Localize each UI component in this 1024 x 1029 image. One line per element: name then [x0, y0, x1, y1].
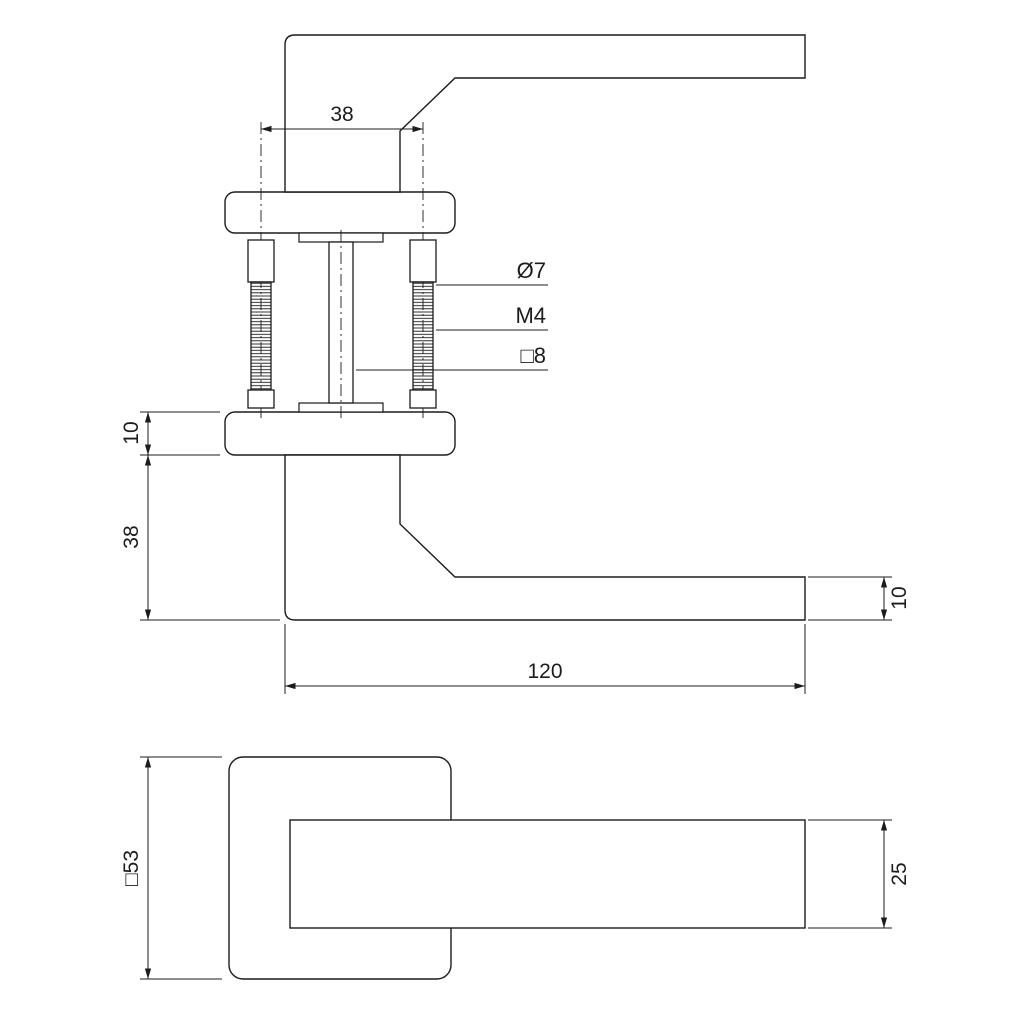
rose-top-side [224, 191, 456, 234]
screw-right-thread [412, 281, 434, 391]
dim-rose-front-size: □53 [120, 850, 143, 886]
callout-screw-diameter: Ø7 [517, 258, 546, 283]
callout-thread-size: M4 [515, 303, 546, 328]
spindle [328, 241, 354, 404]
dimension-lines-side [140, 125, 892, 694]
screw-right-head [409, 239, 437, 283]
screw-left-head [247, 239, 275, 283]
callouts [356, 284, 548, 371]
screw-right [409, 122, 437, 418]
dim-lever-profile: 10 [888, 586, 911, 609]
front-view [228, 756, 806, 980]
screw-left-thread [250, 281, 272, 391]
dim-handle-height: 38 [120, 525, 143, 548]
screw-right-tip [409, 389, 437, 409]
screw-left-tip [247, 389, 275, 409]
dim-lever-front-width: 25 [888, 862, 911, 885]
side-view [224, 34, 806, 621]
dim-rose-thickness: 10 [120, 421, 143, 444]
callout-spindle-size: □8 [520, 343, 546, 368]
screw-left [247, 122, 275, 418]
dim-screw-spacing: 38 [330, 103, 353, 126]
dimension-lines-front [140, 756, 892, 980]
dim-lever-length: 120 [527, 660, 562, 683]
rose-bottom-side [224, 411, 456, 456]
lever-bottom-side [284, 454, 806, 621]
lever-top-side [284, 34, 806, 193]
lever-front [289, 819, 806, 929]
